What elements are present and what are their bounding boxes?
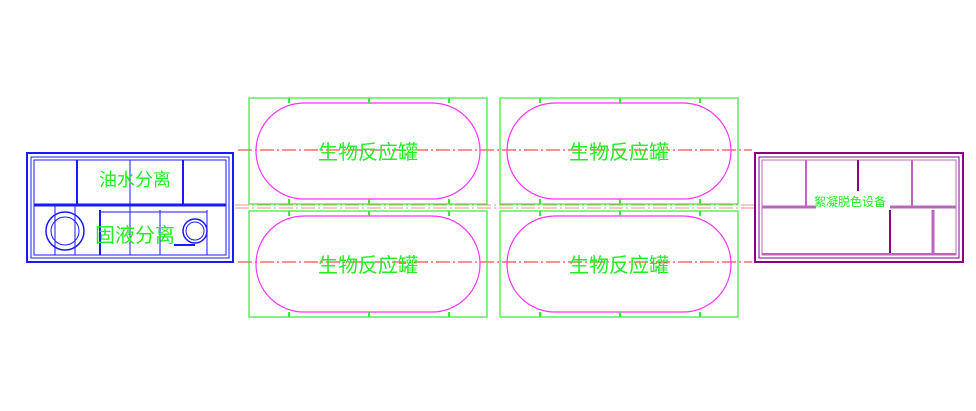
flocculation-unit [754,152,964,263]
tank-label: 生物反应罐 [569,253,669,277]
tank-label: 生物反应罐 [318,140,418,164]
bioreactor-tank: 生物反应罐 [499,97,739,205]
separation-unit [26,152,234,263]
flocculation-label: 絮凝脱色设备 [814,194,886,209]
tank-label: 生物反应罐 [318,253,418,277]
bioreactor-tank: 生物反应罐 [248,97,488,205]
centerlines [235,149,755,263]
solid-liquid-separation-label: 固液分离 [95,223,175,247]
bioreactor-tank: 生物反应罐 [499,210,739,318]
bioreactor-tank: 生物反应罐 [248,210,488,318]
oil-water-separation-label: 油水分离 [99,170,171,191]
tank-label: 生物反应罐 [569,140,669,164]
